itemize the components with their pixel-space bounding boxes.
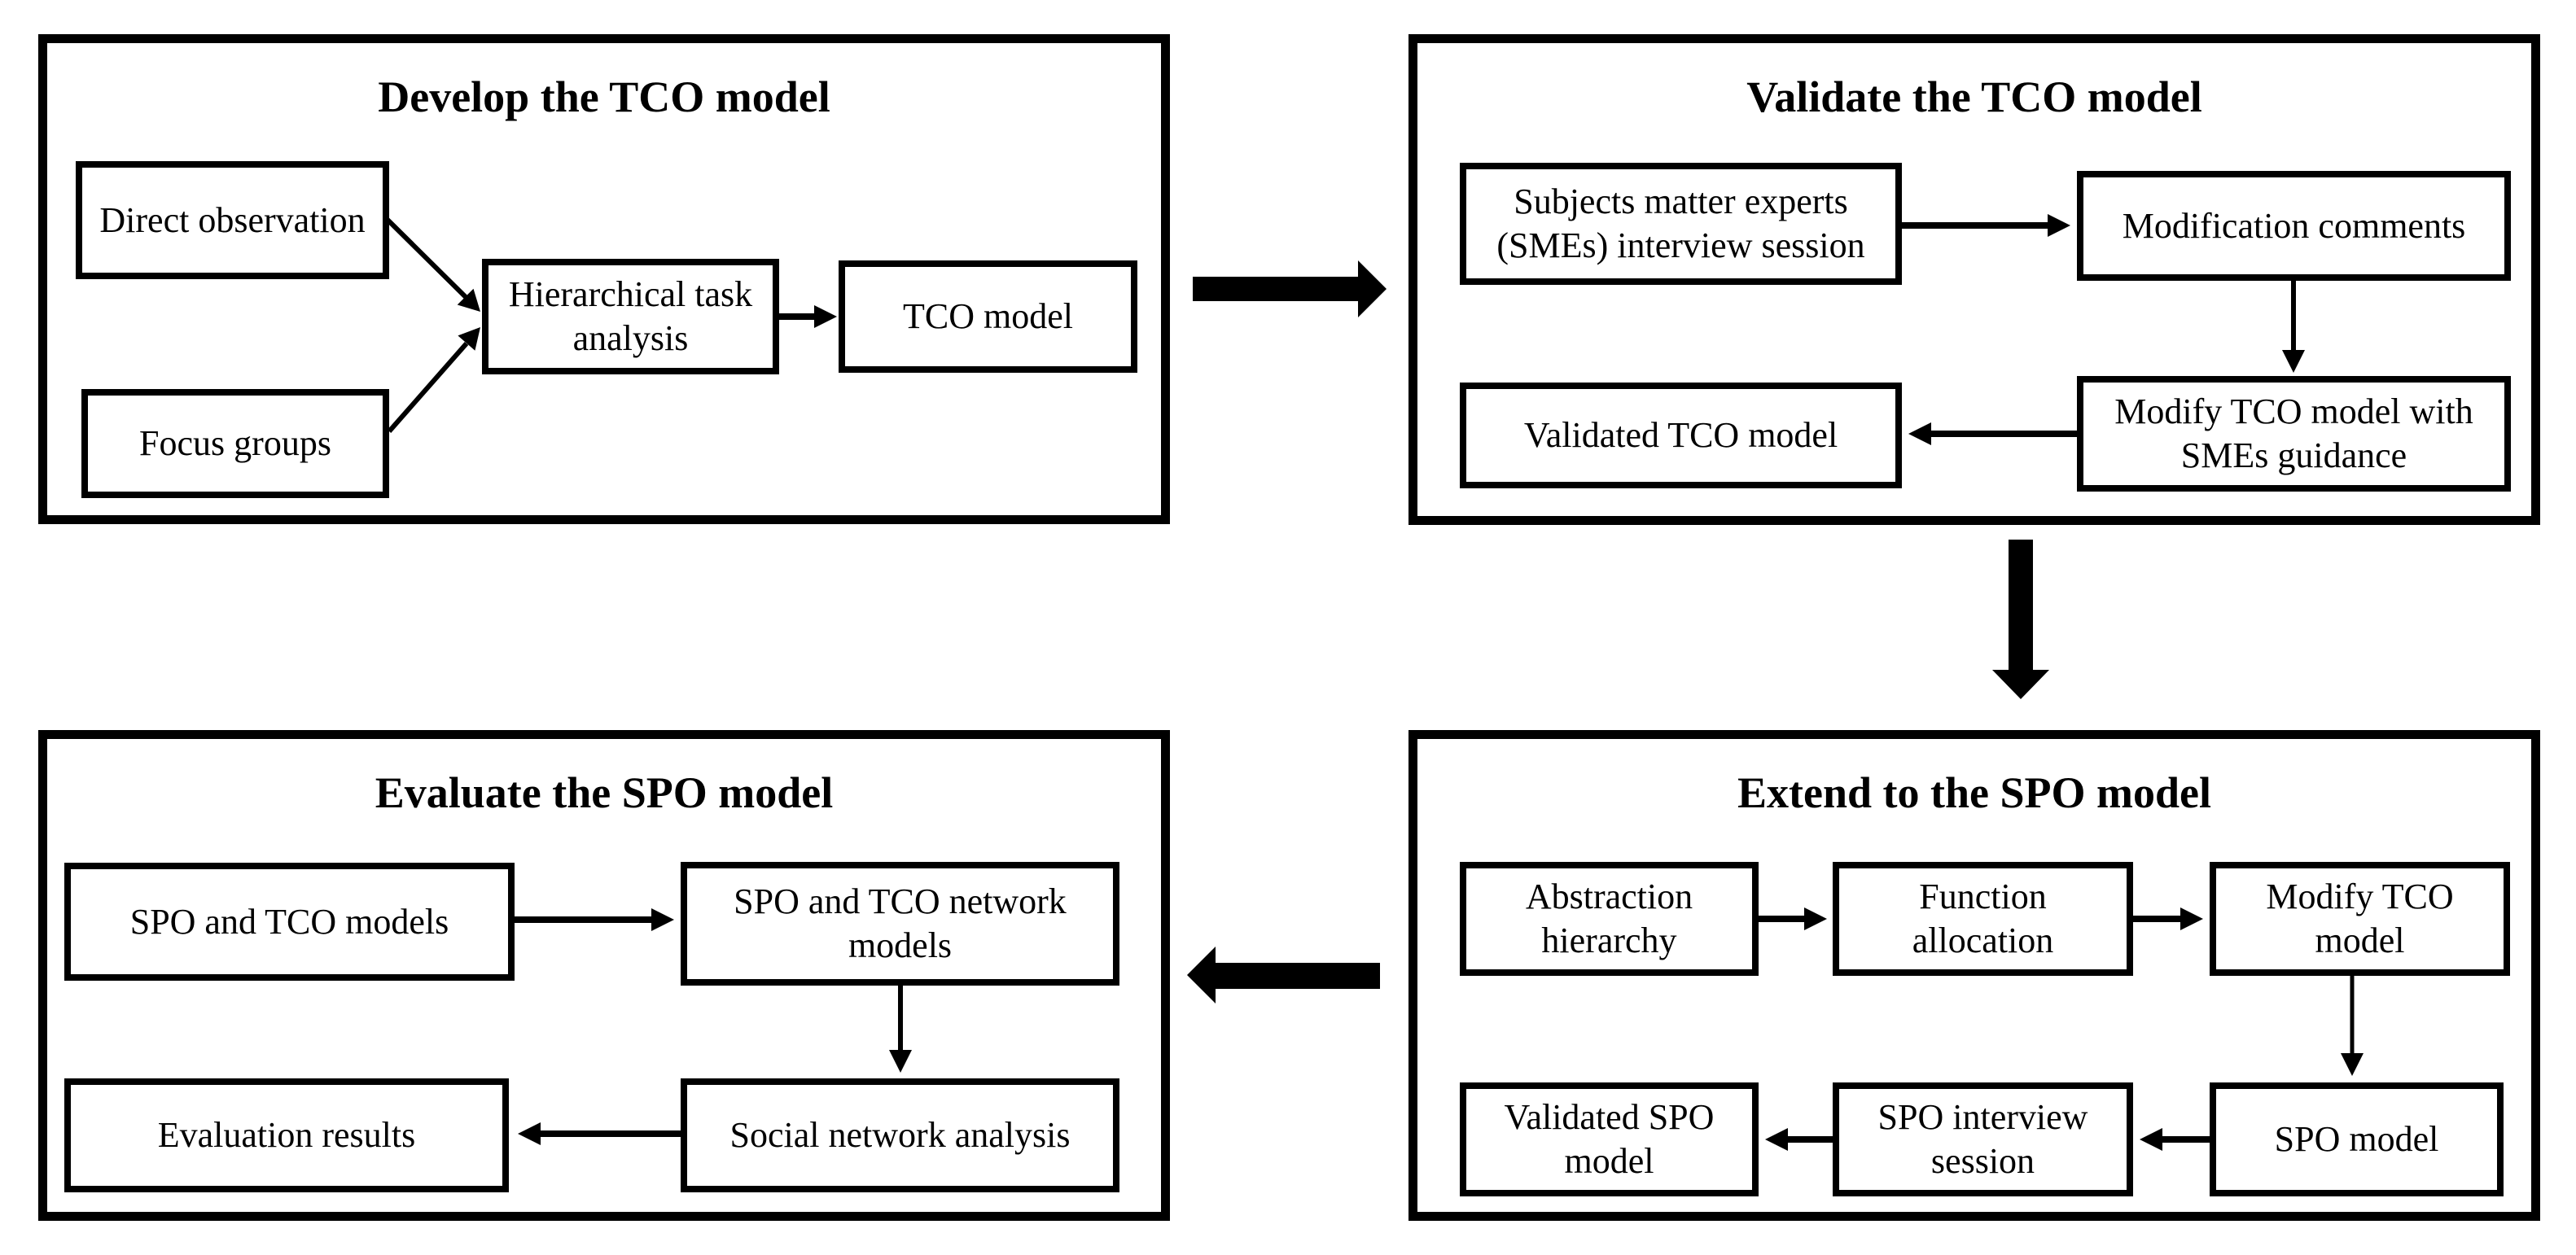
block-arrow-extend-to-evaluate — [1187, 947, 1380, 1004]
node-tco-model: TCO model — [839, 260, 1137, 373]
node-spo-interview-session: SPO interview session — [1833, 1082, 2133, 1196]
block-arrow-validate-to-extend — [1992, 540, 2049, 699]
node-validated-spo-model: Validated SPO model — [1460, 1082, 1759, 1196]
node-direct-observation: Direct observation — [76, 161, 389, 279]
panel-title-evaluate-spo: Evaluate the SPO model — [375, 768, 834, 817]
node-validated-tco-model: Validated TCO model — [1460, 383, 1902, 488]
node-modification-comments: Modification comments — [2077, 171, 2511, 281]
node-spo-and-tco-models: SPO and TCO models — [64, 863, 515, 981]
node-social-network-analysis: Social network analysis — [681, 1078, 1119, 1192]
panel-title-validate-tco: Validate the TCO model — [1746, 72, 2202, 121]
node-abstraction-hierarchy: Abstraction hierarchy — [1460, 862, 1759, 976]
node-modify-tco-model: Modify TCO model — [2210, 862, 2510, 976]
node-modify-tco-with-smes: Modify TCO model with SMEs guidance — [2077, 376, 2511, 492]
panel-title-develop-tco: Develop the TCO model — [378, 72, 830, 121]
node-smes-interview-session: Subjects matter experts (SMEs) interview… — [1460, 163, 1902, 285]
node-function-allocation: Function allocation — [1833, 862, 2133, 976]
node-hierarchical-task-analysis: Hierarchical task analysis — [482, 259, 779, 374]
node-spo-model: SPO model — [2210, 1082, 2504, 1196]
panel-title-extend-spo: Extend to the SPO model — [1737, 768, 2211, 817]
node-evaluation-results: Evaluation results — [64, 1078, 509, 1192]
block-arrow-develop-to-validate — [1193, 260, 1387, 317]
node-spo-and-tco-network-models: SPO and TCO network models — [681, 862, 1119, 986]
node-focus-groups: Focus groups — [81, 389, 389, 498]
